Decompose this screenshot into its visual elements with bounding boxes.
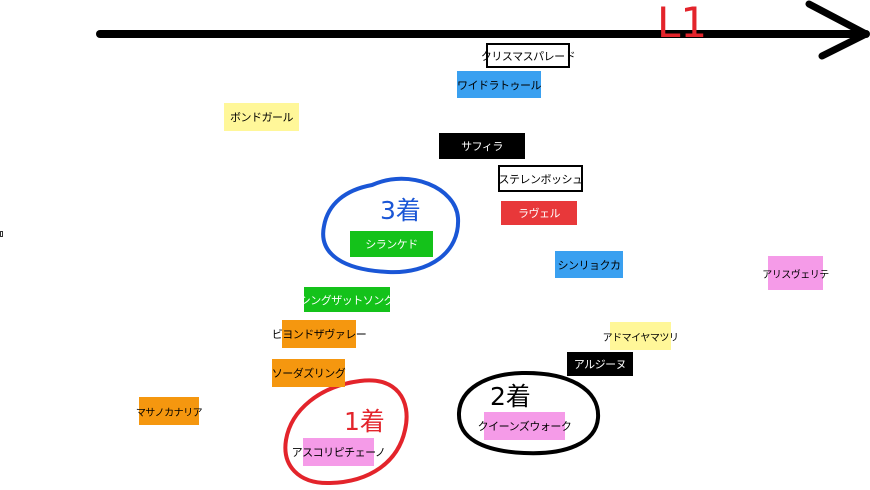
horse-tag-christmas-parade: クリスマスパレード — [481, 43, 576, 68]
horse-tag-wide-latour: ワイドラトゥール — [457, 71, 542, 98]
horse-tag-ascoli-piceno: アスコリピチェーノ — [292, 438, 386, 466]
first-place-circle — [283, 378, 409, 486]
horse-tag-soda-zuring: ソーダズリング — [272, 359, 346, 387]
axis-label: L1 — [657, 0, 708, 47]
horse-tag-bond-girl: ボンドガール — [224, 103, 299, 131]
horse-tag-shinryokuka: シンリョクカ — [555, 251, 623, 278]
horse-tag-stellen-bosch: ステレンボッシュ — [498, 165, 583, 192]
axis-arrowhead — [805, 0, 870, 60]
horse-tag-sapphira: サフィラ — [439, 133, 525, 159]
horse-tag-shirankedo: シランケド — [350, 231, 433, 257]
horse-tag-sing-that-song: シングザットソング — [300, 287, 395, 312]
horse-tag-ravel: ラヴェル — [501, 201, 577, 225]
second-place-circle — [456, 370, 601, 456]
horse-tag-aris-verite: アリスヴェリテ — [762, 256, 829, 290]
horse-tag-masanocanaria: マサノカナリア — [136, 397, 203, 425]
first-place-label: 1着 — [344, 407, 385, 436]
third-place-label: 3着 — [380, 196, 421, 225]
second-place-label: 2着 — [490, 382, 531, 411]
horse-tag-queens-walk: クイーンズウォーク — [478, 412, 572, 440]
stray-mark — [0, 231, 3, 237]
horse-tag-algiene: アルジーヌ — [567, 352, 633, 376]
horse-tag-admire-yamatsuri: アドマイヤマツリ — [603, 322, 679, 350]
horse-tag-beyond-the-valley: ビヨンドザヴァレー — [272, 320, 367, 348]
third-place-circle — [321, 176, 461, 275]
